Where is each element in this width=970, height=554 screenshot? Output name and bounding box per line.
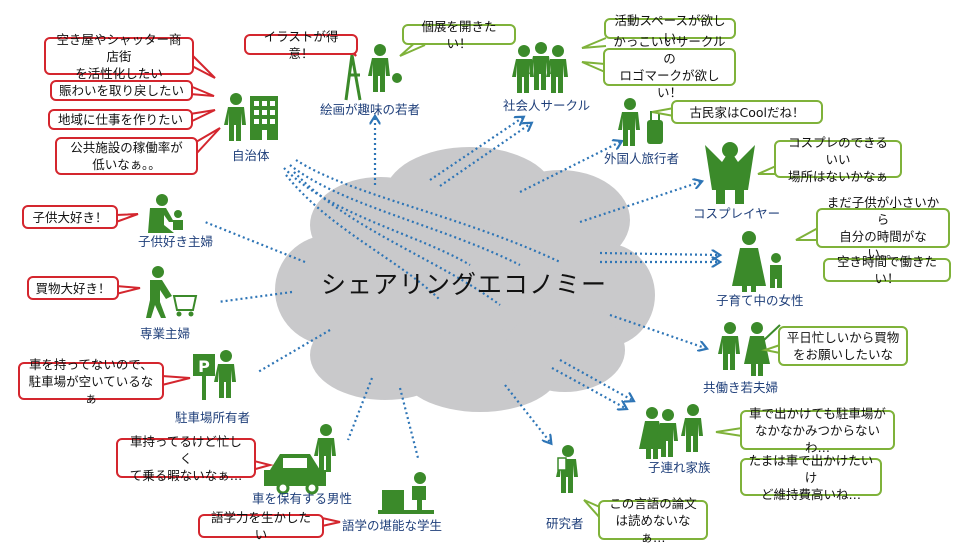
arrow-to-circle-1 [429, 118, 522, 181]
parking-sign-letter: P [198, 357, 210, 376]
bubble-kominka: 古民家はCoolだね！ [671, 100, 823, 124]
bubble-logo: かっこいいサークルの ロゴマークが欲しい！ [603, 34, 736, 100]
tourist-icon [618, 98, 663, 146]
student-icon [378, 472, 434, 514]
car-owner-icon [264, 424, 336, 495]
housewife-icon [146, 266, 198, 318]
family-icon [639, 404, 703, 459]
arrow-to-family-1 [559, 359, 632, 400]
circle-icon [512, 42, 568, 93]
bubble-activity-space: 活動スペースが欲しい [604, 13, 736, 45]
arrow-to-couple [609, 313, 705, 348]
label-painter: 絵画が趣味の若者 [320, 102, 420, 117]
label-cosplayer: コスプレイヤー [693, 206, 780, 221]
bubble-spare-time-work: 空き時間で働きたい！ [823, 254, 951, 286]
arrow-from-car-owner [346, 377, 374, 441]
label-researcher: 研究者 [546, 516, 584, 531]
bubble-own-time: まだ子供が小さいから 自分の時間がない。。 [816, 195, 950, 261]
bubble-love-children: 子供大好き！ [22, 205, 118, 229]
childcare-icon [148, 194, 183, 233]
label-student: 語学の堪能な学生 [342, 518, 442, 533]
bubble-busy-car: 車持ってるけど忙しく て乗る暇ないなぁ… [116, 434, 256, 483]
arrow-to-circle-2 [439, 124, 530, 187]
municipality-icon [224, 93, 278, 141]
center-title: シェアリングエコノミー [320, 270, 607, 299]
label-parking-owner: 駐車場所有者 [175, 410, 250, 425]
arrow-from-municipality-2 [289, 164, 521, 266]
bubble-cosplay-place: コスプレのできるいい 場所はないかなぁ [774, 135, 902, 184]
arrow-to-researcher [504, 384, 550, 442]
bubble-revitalize: 空き屋やシャッター商店街 を活性化したい [44, 32, 194, 81]
bubble-bustle: 賑わいを取り戻したい [50, 80, 193, 101]
bubble-paper-unreadable: この言語の論文 は読めないなぁ… [598, 496, 708, 545]
researcher-icon [556, 445, 578, 493]
label-tourist: 外国人旅行者 [604, 151, 679, 166]
bubble-exhibition: 個展を開きたい！ [402, 19, 516, 51]
label-family: 子連れ家族 [648, 460, 711, 475]
cloud-shape [275, 147, 655, 412]
label-couple: 共働き若夫婦 [703, 380, 778, 395]
bubble-facilities: 公共施設の稼働率が 低いなぁ。。 [55, 137, 198, 175]
painter-icon [344, 44, 402, 101]
arrow-from-municipality-5 [293, 171, 501, 306]
arrow-from-student [398, 387, 420, 459]
bubble-love-shopping: 買物大好き！ [27, 276, 119, 300]
bubble-parking-empty: 車を持ってないので、 駐車場が空いているなぁ [18, 357, 164, 406]
bubble-illustration: イラストが得意！ [244, 29, 358, 61]
arrow-from-childcare [204, 220, 306, 264]
parking-owner-icon: P [193, 350, 236, 400]
label-childcare: 子供好き主婦 [138, 234, 213, 249]
label-municipality: 自治体 [232, 148, 270, 163]
cosplayer-icon [705, 142, 755, 204]
arrow-from-parking [257, 329, 331, 373]
bubble-car-costs: たまは車で出かけたいけ ど維持費高いね… [740, 453, 882, 502]
label-car-owner: 車を保有する男性 [252, 491, 352, 506]
arrows [204, 118, 718, 459]
arrow-from-municipality-4 [285, 174, 441, 301]
bubble-parking-hard: 車で出かけても駐車場が なかなかみつからないわ… [740, 406, 895, 455]
label-housewife: 専業主婦 [140, 326, 190, 341]
label-circle: 社会人サークル [503, 98, 590, 113]
arrow-to-tourist [519, 142, 620, 193]
couple-icon [718, 322, 781, 376]
mother-icon [732, 231, 782, 292]
arrow-to-family-2 [551, 367, 625, 408]
bubble-language-skill: 語学力を生かしたい [198, 510, 324, 542]
arrow-to-cosplayer [579, 182, 700, 224]
arrow-from-municipality-3 [295, 159, 561, 263]
label-mother: 子育て中の女性 [716, 293, 804, 308]
bubble-jobs: 地域に仕事を作りたい [48, 109, 193, 130]
bubble-shopping-request: 平日忙しいから買物 をお願いしたいな [778, 326, 908, 366]
